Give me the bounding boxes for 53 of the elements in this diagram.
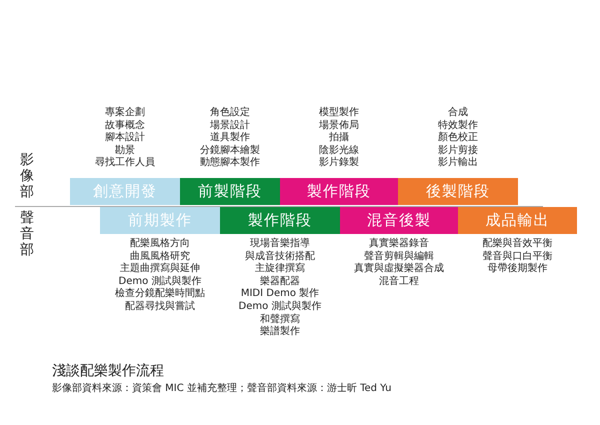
caption: 影像部資料來源：資策會 MIC 並補充整理；聲音部資料來源：游士昕 Ted Yu bbox=[52, 382, 392, 395]
task-item: 角色設定 bbox=[209, 107, 251, 120]
task-item: 合成 bbox=[447, 107, 469, 120]
stage-bar: 後製階段 bbox=[398, 178, 518, 205]
task-item: 拍攝 bbox=[328, 132, 350, 144]
stage-bar: 混音後製 bbox=[340, 207, 458, 234]
task-item: 分鏡腳本繪製 bbox=[199, 144, 261, 156]
task-item: 場景設計 bbox=[209, 120, 251, 132]
title: 淺談配樂製作流程 bbox=[52, 362, 164, 380]
task-item: 場景佈局 bbox=[318, 120, 360, 132]
department-label: 聲音部 bbox=[20, 210, 34, 258]
task-item: 現場音樂指導 bbox=[249, 238, 311, 250]
task-item: 動態腳本製作 bbox=[199, 157, 261, 170]
task-item: 勘景 bbox=[114, 144, 136, 156]
task-item: 樂器配器 bbox=[259, 276, 301, 288]
task-item: 和聲撰寫 bbox=[259, 314, 301, 326]
task-item: 真實樂器錄音 bbox=[368, 238, 430, 250]
task-item: 道具製作 bbox=[209, 132, 251, 144]
task-item: 特效製作 bbox=[437, 120, 479, 132]
task-item: 曲風風格研究 bbox=[129, 250, 191, 262]
task-item: 故事概念 bbox=[104, 120, 146, 132]
task-item: 影片錄製 bbox=[318, 157, 360, 170]
task-item: 配器尋找與嘗試 bbox=[124, 300, 196, 314]
task-item: 陰影光線 bbox=[318, 144, 360, 156]
task-item: 聲音剪輯與編輯 bbox=[363, 250, 435, 262]
task-item: 影片輸出 bbox=[437, 157, 479, 170]
task-item: 顏色校正 bbox=[437, 132, 479, 144]
task-item: 專案企劃 bbox=[104, 107, 146, 120]
stage-bar: 創意開發 bbox=[70, 178, 180, 205]
task-item: Demo 測試與製作 bbox=[238, 300, 322, 314]
department-label: 影像部 bbox=[20, 152, 34, 200]
task-item: 與成音技術搭配 bbox=[244, 250, 316, 262]
task-item: 主旋律撰寫 bbox=[254, 263, 306, 276]
task-item: 模型製作 bbox=[318, 107, 360, 120]
task-item: 配樂與音效平衡 bbox=[482, 238, 554, 250]
stage-bar: 製作階段 bbox=[280, 178, 398, 205]
task-item: 檢查分鏡配樂時間點 bbox=[114, 288, 206, 300]
task-item: Demo 測試與製作 bbox=[118, 276, 202, 288]
task-item: 腳本設計 bbox=[104, 132, 146, 144]
stage-bar: 前製階段 bbox=[180, 178, 280, 205]
task-item: 母帶後期製作 bbox=[486, 263, 548, 276]
task-item: 影片剪接 bbox=[437, 144, 479, 156]
task-item: 主題曲撰寫與延伸 bbox=[119, 263, 201, 276]
task-item: MIDI Demo 製作 bbox=[240, 288, 320, 300]
task-item: 混音工程 bbox=[378, 276, 420, 288]
task-item: 尋找工作人員 bbox=[94, 157, 156, 170]
task-item: 樂譜製作 bbox=[259, 326, 301, 339]
task-item: 真實與虛擬樂器合成 bbox=[353, 263, 445, 276]
stage-bar: 前期製作 bbox=[100, 207, 220, 234]
task-item: 聲音與口白平衡 bbox=[482, 250, 554, 262]
stage-bar: 成品輸出 bbox=[458, 207, 577, 234]
stage-bar: 製作階段 bbox=[220, 207, 340, 234]
task-item: 配樂風格方向 bbox=[129, 238, 191, 250]
